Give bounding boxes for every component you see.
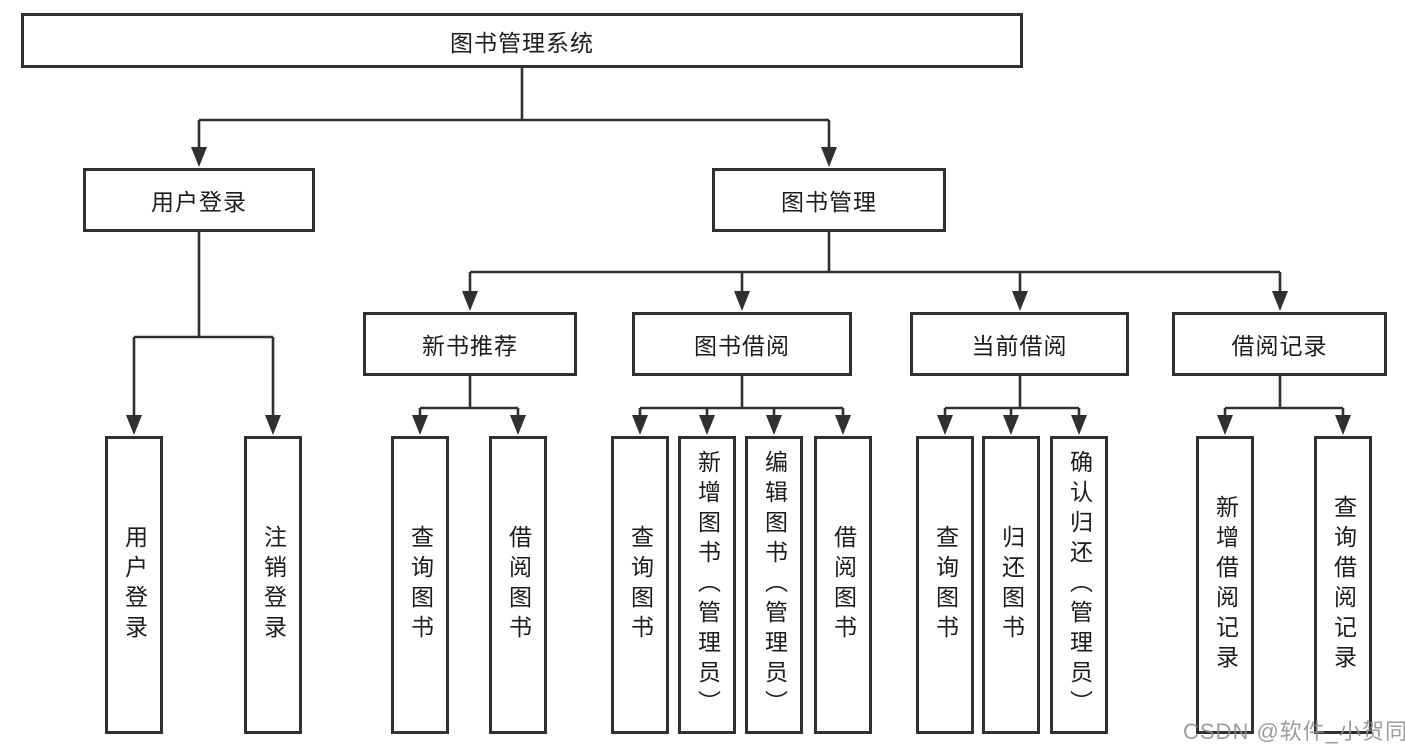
leaf-user-login: 用户登录 xyxy=(105,436,163,734)
leaf-query-books-recommend: 查询图书 xyxy=(391,436,449,734)
leaf-edit-book-admin: 编辑图书（管理员） xyxy=(745,436,803,734)
node-current-borrowing: 当前借阅 xyxy=(910,312,1129,376)
leaf-add-book-admin: 新增图书（管理员） xyxy=(678,436,736,734)
node-borrowing-records: 借阅记录 xyxy=(1172,312,1387,376)
leaf-add-borrow-record: 新增借阅记录 xyxy=(1196,436,1254,734)
leaf-query-books-borrowing: 查询图书 xyxy=(611,436,669,734)
node-label: 当前借阅 xyxy=(971,333,1068,359)
leaf-label: 查询图书 xyxy=(407,525,434,645)
node-label: 图书借阅 xyxy=(694,333,790,359)
leaf-label: 注销登录 xyxy=(260,525,287,645)
leaf-label: 查询图书 xyxy=(932,525,959,645)
leaf-label: 查询图书 xyxy=(627,525,654,645)
leaf-query-books-current: 查询图书 xyxy=(916,436,974,734)
leaf-label: 借阅图书 xyxy=(505,525,532,645)
leaf-label: 借阅图书 xyxy=(830,525,857,645)
node-book-management: 图书管理 xyxy=(712,168,946,232)
node-book-borrowing: 图书借阅 xyxy=(632,312,852,376)
leaf-logout: 注销登录 xyxy=(244,436,302,734)
leaf-borrow-books-borrowing: 借阅图书 xyxy=(814,436,872,734)
leaf-label: 用户登录 xyxy=(121,525,148,645)
node-label: 新书推荐 xyxy=(422,333,518,359)
node-label: 图书管理 xyxy=(781,189,877,215)
node-user-login: 用户登录 xyxy=(83,168,315,232)
leaf-borrow-books-recommend: 借阅图书 xyxy=(489,436,547,734)
csdn-watermark: CSDN @软件_小贺同学 xyxy=(1183,719,1405,744)
leaf-label: 查询借阅记录 xyxy=(1330,495,1357,675)
leaf-label: 归还图书 xyxy=(998,525,1025,645)
leaf-label: 新增借阅记录 xyxy=(1212,495,1239,675)
node-label: 图书管理系统 xyxy=(450,29,594,56)
leaf-label: 编辑图书（管理员） xyxy=(761,450,788,720)
node-label: 用户登录 xyxy=(151,189,247,215)
node-library-management-system: 图书管理系统 xyxy=(21,13,1023,68)
leaf-confirm-return-admin: 确认归还（管理员） xyxy=(1050,436,1108,734)
leaf-label: 确认归还（管理员） xyxy=(1066,450,1093,720)
leaf-return-book: 归还图书 xyxy=(982,436,1040,734)
node-label: 借阅记录 xyxy=(1231,333,1328,359)
node-new-book-recommendation: 新书推荐 xyxy=(363,312,577,376)
leaf-label: 新增图书（管理员） xyxy=(694,450,721,720)
leaf-query-borrow-record: 查询借阅记录 xyxy=(1314,436,1372,734)
